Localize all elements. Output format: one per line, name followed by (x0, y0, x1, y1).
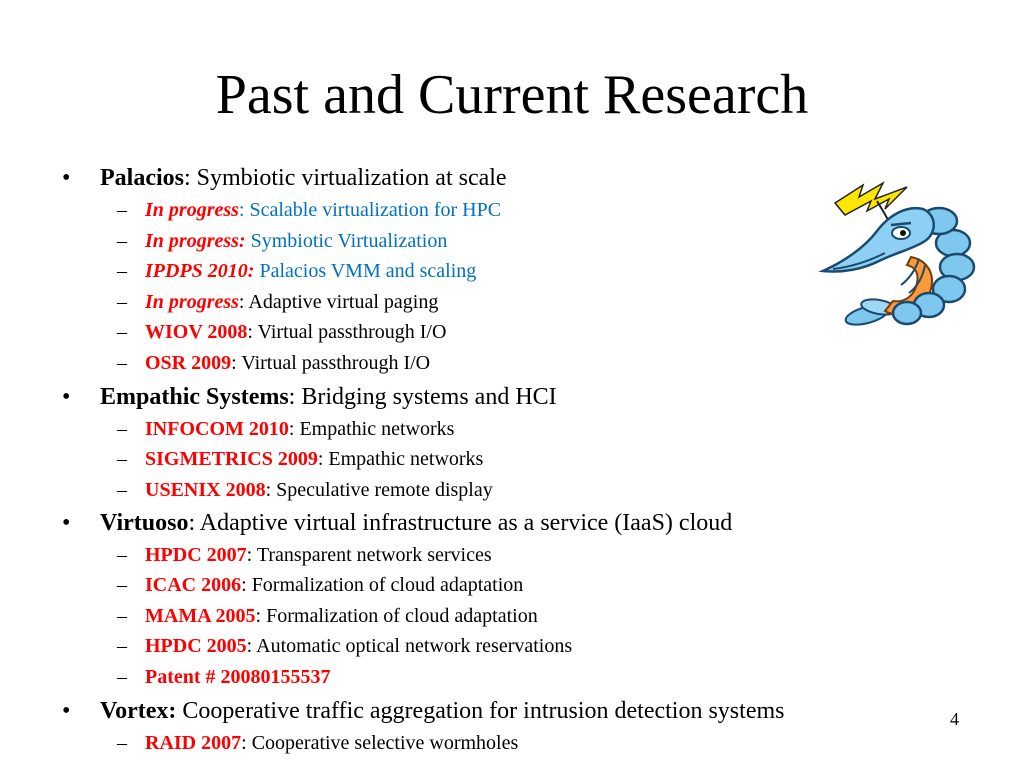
project-title: Virtuoso (100, 510, 189, 536)
venue-label: ICAC 2006 (145, 574, 242, 596)
slide-number: 4 (950, 709, 959, 729)
item-text: Formalization of cloud adaptation (266, 605, 538, 627)
bullet-palacios: • Palacios: Symbiotic virtualization at … (62, 164, 507, 192)
bullet-vortex: • Vortex: Cooperative traffic aggregatio… (62, 697, 785, 725)
item-text: Formalization of cloud adaptation (251, 574, 524, 596)
venue-label: Patent # 20080155537 (145, 666, 331, 688)
sub-item: – In progress: Scalable virtualization f… (117, 198, 502, 222)
sub-marker: – (117, 732, 127, 754)
sub-item: – USENIX 2008: Speculative remote displa… (117, 478, 493, 502)
bullet-virtuoso: • Virtuoso: Adaptive virtual infrastruct… (62, 509, 733, 537)
sub-item: – In progress: Adaptive virtual paging (117, 290, 439, 314)
sub-item: – In progress: Symbiotic Virtualization (117, 229, 448, 253)
sub-marker: – (117, 291, 127, 313)
separator: : (255, 605, 267, 627)
item-text: Automatic optical network reservations (256, 635, 573, 657)
bullet-marker: • (62, 165, 71, 191)
sub-marker: – (117, 544, 127, 566)
venue-label: IPDPS 2010: (145, 260, 255, 282)
venue-label: INFOCOM 2010 (145, 418, 289, 440)
sub-marker: – (117, 230, 127, 252)
separator: : (241, 732, 252, 754)
bullet-marker: • (62, 698, 71, 724)
separator: : (247, 321, 258, 343)
project-title: Vortex: (100, 698, 177, 724)
project-title: Palacios (100, 165, 184, 191)
bullet-empathic-systems: • Empathic Systems: Bridging systems and… (62, 383, 557, 411)
project-description: : Bridging systems and HCI (288, 384, 557, 410)
venue-label: In progress (145, 291, 239, 313)
venue-label: SIGMETRICS 2009 (145, 448, 318, 470)
venue-label: MAMA 2005 (145, 605, 256, 627)
sub-marker: – (117, 260, 127, 282)
project-title: Empathic Systems (100, 384, 289, 410)
venue-label: RAID 2007 (145, 732, 242, 754)
bullet-marker: • (62, 384, 71, 410)
sub-marker: – (117, 418, 127, 440)
item-text: Symbiotic Virtualization (250, 230, 448, 252)
item-text: Virtual passthrough I/O (241, 352, 431, 374)
venue-label: In progress: (145, 230, 246, 252)
sub-item: – SIGMETRICS 2009: Empathic networks (117, 447, 484, 471)
separator: : (317, 448, 329, 470)
separator: : (238, 291, 249, 313)
venue-label: WIOV 2008 (145, 321, 248, 343)
sub-marker: – (117, 448, 127, 470)
lightning-shrimp-mascot-icon (815, 175, 980, 335)
venue-label: HPDC 2005 (145, 635, 247, 657)
sub-marker: – (117, 635, 127, 657)
sub-marker: – (117, 199, 127, 221)
separator: : (265, 479, 277, 501)
slide-title: Past and Current Research (215, 64, 809, 126)
sub-item: – RAID 2007: Cooperative selective wormh… (117, 731, 519, 755)
sub-item: – ICAC 2006: Formalization of cloud adap… (117, 573, 524, 597)
sub-item: – HPDC 2005: Automatic optical network r… (117, 634, 573, 658)
separator: : (246, 544, 257, 566)
sub-marker: – (117, 352, 127, 374)
venue-label: In progress (145, 199, 239, 221)
item-text: Cooperative selective wormholes (251, 732, 519, 754)
separator: : (246, 635, 257, 657)
sub-item: – WIOV 2008: Virtual passthrough I/O (117, 320, 447, 344)
separator: : (238, 199, 250, 221)
sub-item: – OSR 2009: Virtual passthrough I/O (117, 351, 431, 375)
sub-item: – HPDC 2007: Transparent network service… (117, 543, 492, 567)
project-description: : Adaptive virtual infrastructure as a s… (188, 510, 733, 536)
venue-label: HPDC 2007 (145, 544, 247, 566)
sub-marker: – (117, 574, 127, 596)
separator: : (231, 352, 242, 374)
item-text: Speculative remote display (276, 479, 493, 501)
venue-label: OSR 2009 (145, 352, 232, 374)
venue-label: USENIX 2008 (145, 479, 266, 501)
sub-item: – Patent # 20080155537 (117, 665, 331, 689)
project-description: Cooperative traffic aggregation for intr… (176, 698, 785, 724)
sub-item: – INFOCOM 2010: Empathic networks (117, 417, 455, 441)
item-text: Adaptive virtual paging (248, 291, 439, 313)
separator: : (288, 418, 300, 440)
bullet-marker: • (62, 510, 71, 536)
item-text: Empathic networks (299, 418, 455, 440)
separator: : (241, 574, 252, 596)
item-text: Empathic networks (328, 448, 484, 470)
sub-marker: – (117, 605, 127, 627)
item-text: Palacios VMM and scaling (259, 260, 477, 282)
sub-marker: – (117, 666, 127, 688)
item-text: Virtual passthrough I/O (257, 321, 447, 343)
project-description: : Symbiotic virtualization at scale (184, 165, 507, 191)
item-text: Transparent network services (256, 544, 492, 566)
sub-marker: – (117, 321, 127, 343)
sub-marker: – (117, 479, 127, 501)
sub-item: – IPDPS 2010: Palacios VMM and scaling (117, 259, 477, 283)
item-text: Scalable virtualization for HPC (249, 199, 502, 221)
sub-item: – MAMA 2005: Formalization of cloud adap… (117, 604, 538, 628)
